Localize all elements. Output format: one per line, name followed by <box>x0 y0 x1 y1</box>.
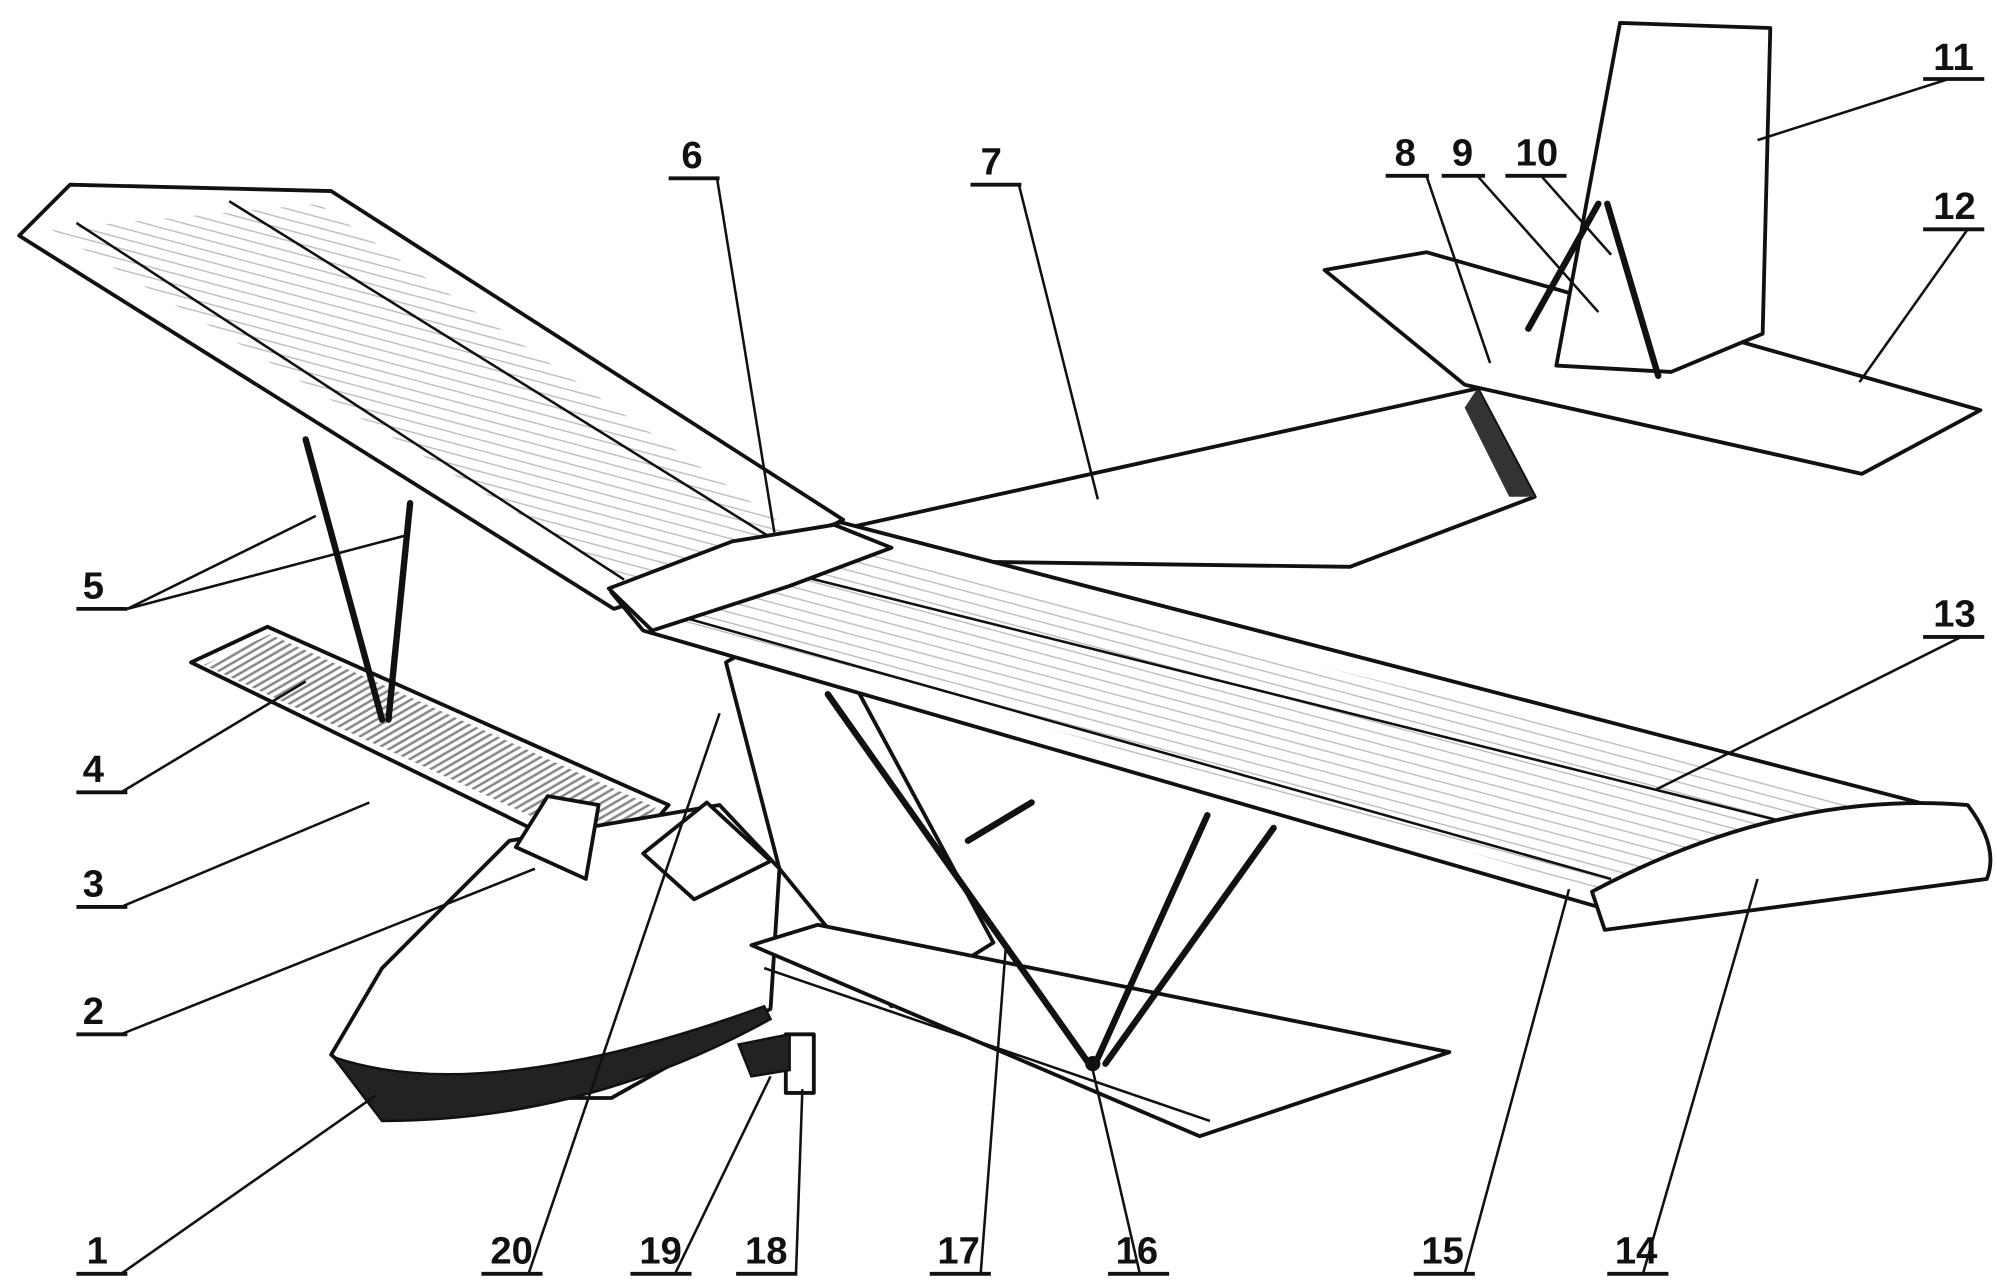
left-wing-ribs <box>50 203 790 586</box>
right-wing-spar <box>763 565 1809 830</box>
callout-17: 17 <box>937 1230 979 1273</box>
callout-9: 9 <box>1452 132 1473 175</box>
windshield <box>513 794 601 881</box>
vertical-fin <box>1554 21 1773 374</box>
callout-7: 7 <box>981 141 1002 184</box>
right-wing-spar <box>661 610 1612 881</box>
float-strut <box>302 436 386 723</box>
wing-strut <box>964 799 1035 844</box>
callout-20: 20 <box>490 1230 532 1273</box>
tail-boom-shade <box>1464 388 1535 497</box>
callout-15: 15 <box>1421 1230 1463 1273</box>
callout-2: 2 <box>83 990 104 1033</box>
wing-strut <box>1102 824 1277 1067</box>
right-wing-ribs <box>649 547 1936 892</box>
fin-strut <box>1604 200 1662 379</box>
left-wing-spar <box>228 200 778 543</box>
callout-10: 10 <box>1516 132 1558 175</box>
callout-3: 3 <box>83 863 104 906</box>
callout-5: 5 <box>83 565 104 608</box>
callout-13: 13 <box>1933 593 1975 636</box>
hull-step <box>736 1032 791 1078</box>
wing-center-section <box>606 522 894 633</box>
tail-boom <box>813 386 1537 569</box>
callout-labels: 1 2 3 4 5 6 7 8 9 10 11 12 13 14 15 16 1… <box>76 36 1985 1276</box>
wing-strut <box>824 691 1093 1067</box>
callout-18: 18 <box>745 1230 787 1273</box>
cockpit-canopy <box>641 800 773 902</box>
leader-lines <box>120 77 1969 1275</box>
left-wing-spar <box>75 221 625 581</box>
right-wing-float <box>749 922 1452 1139</box>
wingtip-fairing <box>1590 801 1993 932</box>
callout-4: 4 <box>83 748 105 791</box>
callout-8: 8 <box>1395 132 1416 175</box>
callout-11: 11 <box>1933 36 1973 79</box>
callout-19: 19 <box>639 1230 681 1273</box>
callout-6: 6 <box>681 134 702 177</box>
callout-14: 14 <box>1615 1230 1658 1273</box>
float-strut <box>385 499 414 723</box>
wing-strut <box>1092 812 1211 1067</box>
callout-16: 16 <box>1116 1230 1158 1273</box>
strut-fitting <box>1085 1055 1101 1072</box>
callout-1: 1 <box>87 1230 108 1273</box>
fin-strut <box>1525 200 1602 332</box>
callout-12: 12 <box>1933 185 1975 228</box>
hull <box>329 794 782 1123</box>
